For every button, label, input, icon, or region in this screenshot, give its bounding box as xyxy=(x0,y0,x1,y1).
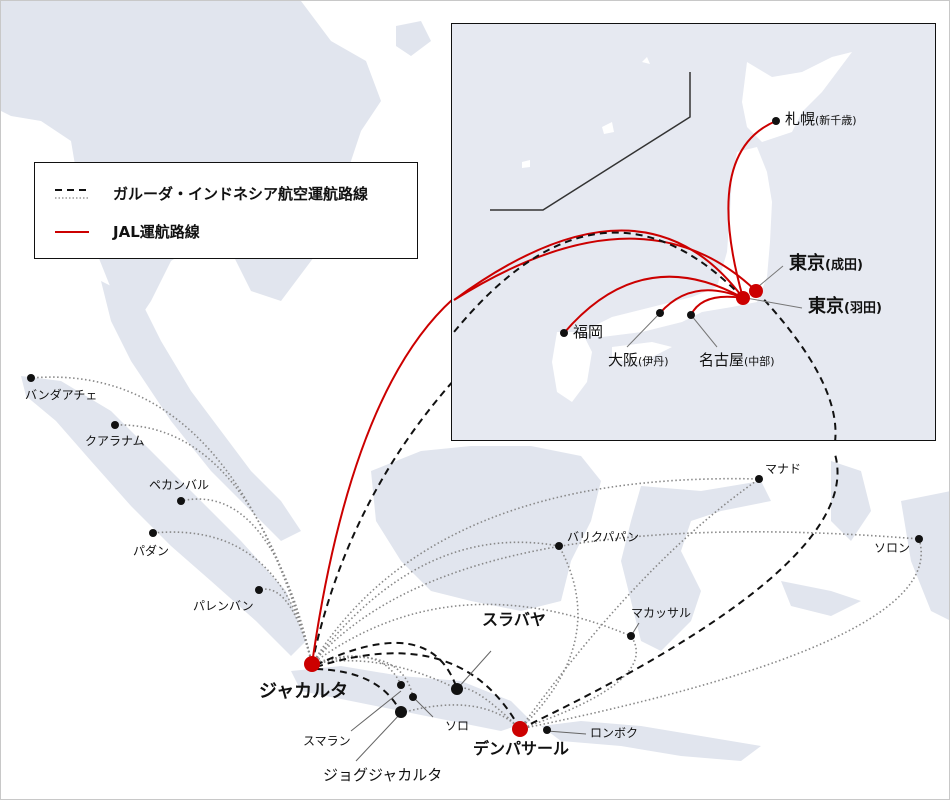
japan-inset xyxy=(451,23,936,441)
city-label-tokyo-narita: 東京(成田) xyxy=(789,253,863,274)
legend-item-garuda: ガルーダ・インドネシア航空運航路線 xyxy=(55,183,368,204)
japan-land xyxy=(522,52,852,402)
city-label-palembang: パレンバン xyxy=(193,599,254,613)
hub-dots xyxy=(304,656,528,737)
city-label-yogyakarta: ジョグジャカルタ xyxy=(323,766,443,784)
city-label-banda-aceh: バンダアチェ xyxy=(25,388,98,402)
city-label-lombok: ロンボク xyxy=(590,726,639,740)
city-label-manado: マナド xyxy=(765,462,802,476)
hub-label-jakarta: ジャカルタ xyxy=(259,681,349,702)
city-label-nagoya: 名古屋(中部) xyxy=(699,351,775,369)
legend-label-garuda: ガルーダ・インドネシア航空運航路線 xyxy=(113,185,369,203)
garuda-route-narita xyxy=(755,290,837,440)
jal-route-jakarta xyxy=(311,298,454,665)
hub-label-denpasar: デンパサール xyxy=(473,739,570,758)
city-label-makassar: マカッサル xyxy=(631,606,692,620)
inset-hub-dots xyxy=(736,284,763,305)
city-dots xyxy=(27,374,923,734)
city-label-semarang: スマラン xyxy=(303,734,351,748)
city-label-padang: パダン xyxy=(133,544,170,558)
city-label-solo: ソロ xyxy=(445,719,470,733)
inset-leader-lines xyxy=(626,265,803,348)
city-label-tokyo-haneda: 東京(羽田) xyxy=(808,296,882,317)
garuda-dashed-routes xyxy=(311,282,839,730)
city-label-kualanamu: クアラナム xyxy=(85,434,145,448)
solid-red-line-icon xyxy=(55,230,89,233)
legend: ガルーダ・インドネシア航空運航路線 JAL運航路線 xyxy=(34,162,418,259)
city-label-sorong: ソロン xyxy=(874,541,911,555)
inset-city-dots xyxy=(560,117,780,337)
garuda-route-haneda xyxy=(453,231,744,333)
garuda-dotted-routes xyxy=(30,376,922,730)
city-label-sapporo: 札幌(新千歳) xyxy=(785,110,857,128)
legend-item-jal: JAL運航路線 xyxy=(55,221,200,242)
city-label-balikpapan: バリクパパン xyxy=(567,530,640,544)
city-label-pekanbaru: ペカンバル xyxy=(149,478,210,492)
city-label-fukuoka: 福岡 xyxy=(573,323,604,341)
city-label-osaka: 大阪(伊丹) xyxy=(608,351,669,369)
dashed-line-icon xyxy=(55,188,89,199)
japan-inset-map xyxy=(453,52,852,440)
leader-lines xyxy=(350,622,640,762)
boundary-line xyxy=(490,72,691,211)
legend-label-jal: JAL運航路線 xyxy=(113,223,200,241)
city-label-surabaya: スラバヤ xyxy=(482,610,546,629)
